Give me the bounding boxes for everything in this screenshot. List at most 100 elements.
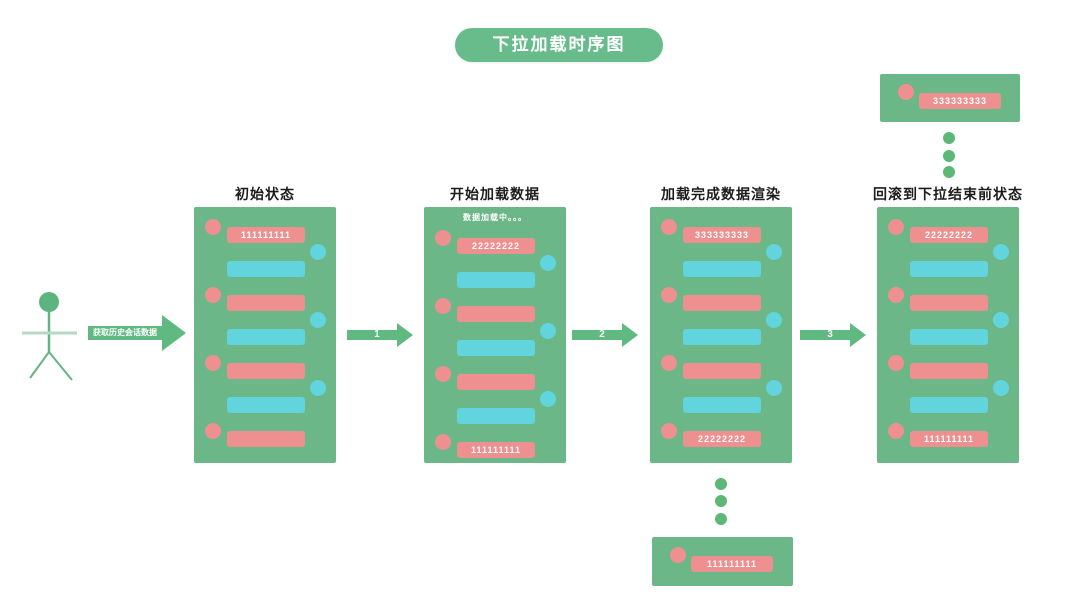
message-bubble: 111111111 [910, 431, 988, 447]
message-bubble [457, 340, 535, 356]
request-arrow: 获取历史会话数据 [88, 315, 186, 351]
message-row [194, 287, 336, 311]
self-avatar [310, 244, 326, 260]
arrow-head [397, 323, 413, 347]
ellipsis-dot [715, 478, 727, 490]
self-avatar [993, 380, 1009, 396]
step-arrow-label: 2 [599, 329, 605, 340]
actor-stick-figure-icon [22, 292, 77, 381]
message-row [650, 287, 792, 311]
step-arrow-label: 1 [374, 329, 380, 340]
message-row [194, 355, 336, 379]
step-arrow-label: 3 [827, 329, 833, 340]
message-bubble [227, 397, 305, 413]
message-bubble [910, 261, 988, 277]
self-avatar [766, 244, 782, 260]
stage-title: 初始状态 [235, 186, 295, 202]
request-arrow-label: 获取历史会话数据 [93, 328, 157, 337]
message-bubble: 333333333 [683, 227, 761, 243]
sender-avatar [888, 219, 904, 235]
self-avatar [766, 380, 782, 396]
message-bubble [910, 329, 988, 345]
arrow-shaft [800, 330, 852, 340]
arrow-head [850, 323, 866, 347]
message-row [194, 380, 336, 413]
message-bubble [683, 295, 761, 311]
sender-avatar [661, 287, 677, 303]
message-row [650, 244, 792, 277]
loading-status-text: 数据加载中。。。 [463, 213, 527, 222]
self-avatar [540, 391, 556, 407]
ellipsis-dot [715, 513, 727, 525]
message-bubble [457, 408, 535, 424]
message-bubble [683, 329, 761, 345]
self-avatar [310, 312, 326, 328]
message-row [424, 366, 566, 390]
arrow-head [162, 315, 186, 351]
message-bubble: 333333333 [919, 93, 1001, 109]
message-row [194, 312, 336, 345]
message-bubble [227, 329, 305, 345]
sender-avatar [661, 219, 677, 235]
message-bubble [457, 374, 535, 390]
message-row: 333333333 [650, 219, 792, 243]
message-row [424, 323, 566, 356]
self-avatar [993, 244, 1009, 260]
ellipsis-dot [943, 132, 955, 144]
sender-avatar [205, 287, 221, 303]
message-row [877, 287, 1019, 311]
message-row: 111111111 [877, 423, 1019, 447]
sender-avatar [888, 423, 904, 439]
message-bubble: 22222222 [683, 431, 761, 447]
stage-initial-state: 初始状态 111111111 [194, 186, 336, 463]
self-avatar [766, 312, 782, 328]
chat-panel: 333333333 22222222 [650, 207, 792, 463]
offscreen-message-bottom: 111111111 [652, 537, 793, 586]
message-row [877, 244, 1019, 277]
stage-loading-start: 开始加载数据 数据加载中。。。 22222222 111111111 [424, 186, 566, 463]
step-arrow-1: 1 [347, 323, 413, 347]
chat-panel: 111111111 [194, 207, 336, 463]
arrow-shaft [347, 330, 399, 340]
message-row: 111111111 [424, 434, 566, 458]
arrow-shaft [88, 326, 162, 340]
message-bubble [910, 363, 988, 379]
arrow-head [622, 323, 638, 347]
message-bubble: 111111111 [691, 556, 773, 572]
step-arrow-2: 2 [572, 323, 638, 347]
diagram-title: 下拉加载时序图 [455, 28, 663, 62]
sender-avatar [888, 287, 904, 303]
step-arrow-3: 3 [800, 323, 866, 347]
message-row: 22222222 [877, 219, 1019, 243]
self-avatar [993, 312, 1009, 328]
chat-panel: 22222222 111111111 [877, 207, 1019, 463]
message-row: 111111111 [194, 219, 336, 243]
message-bubble [910, 295, 988, 311]
ellipsis-dot [943, 166, 955, 178]
message-bubble [683, 261, 761, 277]
message-row [424, 391, 566, 424]
message-row [877, 380, 1019, 413]
message-bubble: 22222222 [910, 227, 988, 243]
message-row: 22222222 [424, 230, 566, 254]
sender-avatar [205, 355, 221, 371]
chat-panel: 数据加载中。。。 22222222 111111111 [424, 207, 566, 463]
sender-avatar [435, 366, 451, 382]
sender-avatar [888, 355, 904, 371]
self-avatar [310, 380, 326, 396]
message-bubble: 22222222 [457, 238, 535, 254]
message-bubble [227, 431, 305, 447]
ellipsis-dot [943, 150, 955, 162]
self-avatar [540, 323, 556, 339]
arrow-shaft [572, 330, 624, 340]
stage-title: 加载完成数据渲染 [661, 186, 781, 202]
message-bubble [227, 363, 305, 379]
sender-avatar [205, 423, 221, 439]
message-bubble [457, 306, 535, 322]
message-row [877, 355, 1019, 379]
sender-avatar [435, 434, 451, 450]
message-bubble [683, 397, 761, 413]
message-row [194, 244, 336, 277]
ellipsis-dot [715, 495, 727, 507]
